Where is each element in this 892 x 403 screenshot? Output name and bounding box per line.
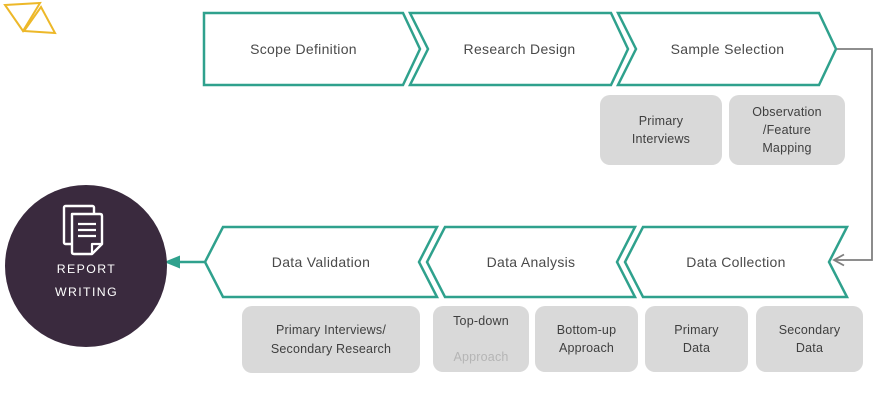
flow-connector-line [835, 48, 873, 261]
chevron-data-analysis [425, 225, 638, 299]
chevron-research-design [407, 11, 630, 87]
top-down-approach-line: Approach [453, 350, 509, 365]
chevron-data-validation [203, 225, 440, 299]
subbox-primary-interviews: Primary Interviews [600, 95, 722, 165]
report-writing-circle [5, 185, 167, 347]
chevron-scope-definition [202, 11, 422, 87]
subbox-primary-interviews-secondary-research: Primary Interviews/ Secondary Research [242, 306, 420, 373]
subbox-primary-data: Primary Data [645, 306, 748, 372]
top-down-line: Top-down [453, 313, 509, 328]
document-icon [62, 204, 104, 256]
chevron-data-collection [623, 225, 850, 299]
report-arrow-head-icon [164, 255, 180, 269]
subbox-top-down-approach: Top-down Approach [433, 306, 529, 372]
subbox-observation-feature-mapping: Observation /Feature Mapping [729, 95, 845, 165]
chevron-sample-selection [615, 11, 838, 87]
report-writing-label: REPORT WRITING [54, 262, 119, 299]
subbox-bottom-up-approach: Bottom-up Approach [535, 306, 638, 372]
flow-connector-arrowhead-icon [832, 253, 845, 267]
overlap-triangles-icon [3, 1, 57, 35]
subbox-secondary-data: Secondary Data [756, 306, 863, 372]
